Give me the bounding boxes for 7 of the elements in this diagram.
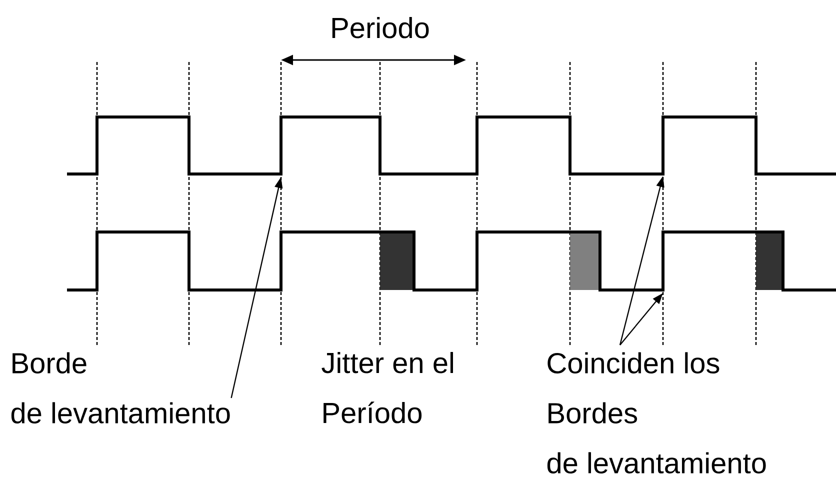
jitter-waveform bbox=[67, 230, 836, 292]
annotation-text: Coinciden los Bordes de levantamiento bbox=[547, 352, 766, 474]
annotation-text: Jitter en el bbox=[322, 352, 454, 374]
clock-waveform bbox=[67, 116, 836, 176]
dimension-label: Periodo bbox=[332, 16, 429, 38]
annotation-text: Borde de levantamiento bbox=[11, 352, 230, 424]
annotation-text: Período bbox=[324, 402, 422, 424]
